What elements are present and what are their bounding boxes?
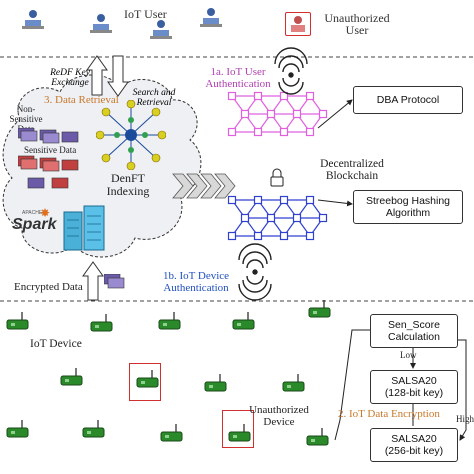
chain-node <box>253 91 263 101</box>
device-blockchain-network <box>227 195 328 241</box>
iot-user-label: IoT User <box>124 7 167 21</box>
chain-node <box>279 195 289 205</box>
sensitive-data-label: Sensitive Data <box>24 145 77 155</box>
iot-device-icon <box>308 300 332 325</box>
salsa20-256-box: SALSA20(256-bit key) <box>370 428 458 462</box>
iot-user-icon <box>200 6 222 33</box>
iot-device-icon <box>306 428 330 453</box>
data-retrieval-step-label: 3. Data Retrieval <box>44 94 119 106</box>
chain-node <box>305 127 315 137</box>
chain-node <box>292 213 302 223</box>
user-signal-icon <box>274 47 308 95</box>
chain-node <box>318 213 328 223</box>
iot-device-icon <box>82 420 106 445</box>
chain-node <box>253 195 263 205</box>
unauthorized-device-marker <box>222 410 254 448</box>
iot-device-icon <box>232 312 256 337</box>
low-label: Low <box>400 350 417 360</box>
retrieval-arrow-up <box>86 55 108 96</box>
chain-node <box>266 109 276 119</box>
salsa20-128-box: SALSA20(128-bit key) <box>370 370 458 404</box>
chain-node <box>318 109 328 119</box>
chain-node <box>240 213 250 223</box>
spark-star-icon: ✸ <box>40 206 51 220</box>
chain-node <box>292 109 302 119</box>
chain-node <box>305 195 315 205</box>
chain-node <box>253 231 263 241</box>
chain-node <box>305 231 315 241</box>
iot-device-icon <box>282 374 306 399</box>
iot-device-icon <box>228 424 252 449</box>
chain-node <box>253 127 263 137</box>
chain-node <box>279 127 289 137</box>
retrieval-arrow-down <box>107 55 129 97</box>
chain-node <box>227 91 237 101</box>
user-blockchain-network <box>227 91 328 137</box>
iot-device-icon <box>90 314 114 339</box>
high-label: High <box>456 414 474 424</box>
iot-user-icon <box>150 18 172 45</box>
data-encryption-step-label: 2. IoT Data Encryption <box>338 408 440 420</box>
chain-node <box>227 231 237 241</box>
spark-logo: APACHE Spark <box>12 210 57 233</box>
encrypted-data-stack-icon <box>103 273 126 295</box>
encrypted-data-label: Encrypted Data <box>14 281 83 293</box>
dba-protocol-box: DBA Protocol <box>353 86 463 114</box>
iot-user-icon <box>22 8 44 35</box>
chain-node <box>266 213 276 223</box>
iot-device-icon <box>60 368 84 393</box>
chevron-arrows <box>172 173 236 199</box>
unauthorized-user-label: Unauthorized User <box>324 11 390 37</box>
iot-device-label: IoT Device <box>30 338 82 350</box>
iot-user-icon <box>90 12 112 39</box>
data-stack-icon <box>17 127 98 203</box>
chain-node <box>279 231 289 241</box>
denft-network-icon <box>95 99 167 175</box>
server-icon <box>62 204 108 257</box>
chain-node <box>227 195 237 205</box>
iot-device-icon <box>136 370 160 395</box>
iot-device-icon <box>204 374 228 399</box>
chain-node <box>227 127 237 137</box>
iot-device-icon <box>158 312 182 337</box>
unauthorized-device-marker <box>129 363 161 401</box>
chain-node <box>305 91 315 101</box>
iot-device-icon <box>6 420 30 445</box>
iot-device-icon <box>6 312 30 337</box>
encrypted-data-arrow <box>82 261 104 301</box>
blockchain-lock-icon <box>270 168 284 187</box>
unauthorized-user-icon <box>285 12 311 36</box>
chain-node <box>240 109 250 119</box>
iot-device-icon <box>160 424 184 449</box>
device-signal-icon <box>238 243 272 301</box>
